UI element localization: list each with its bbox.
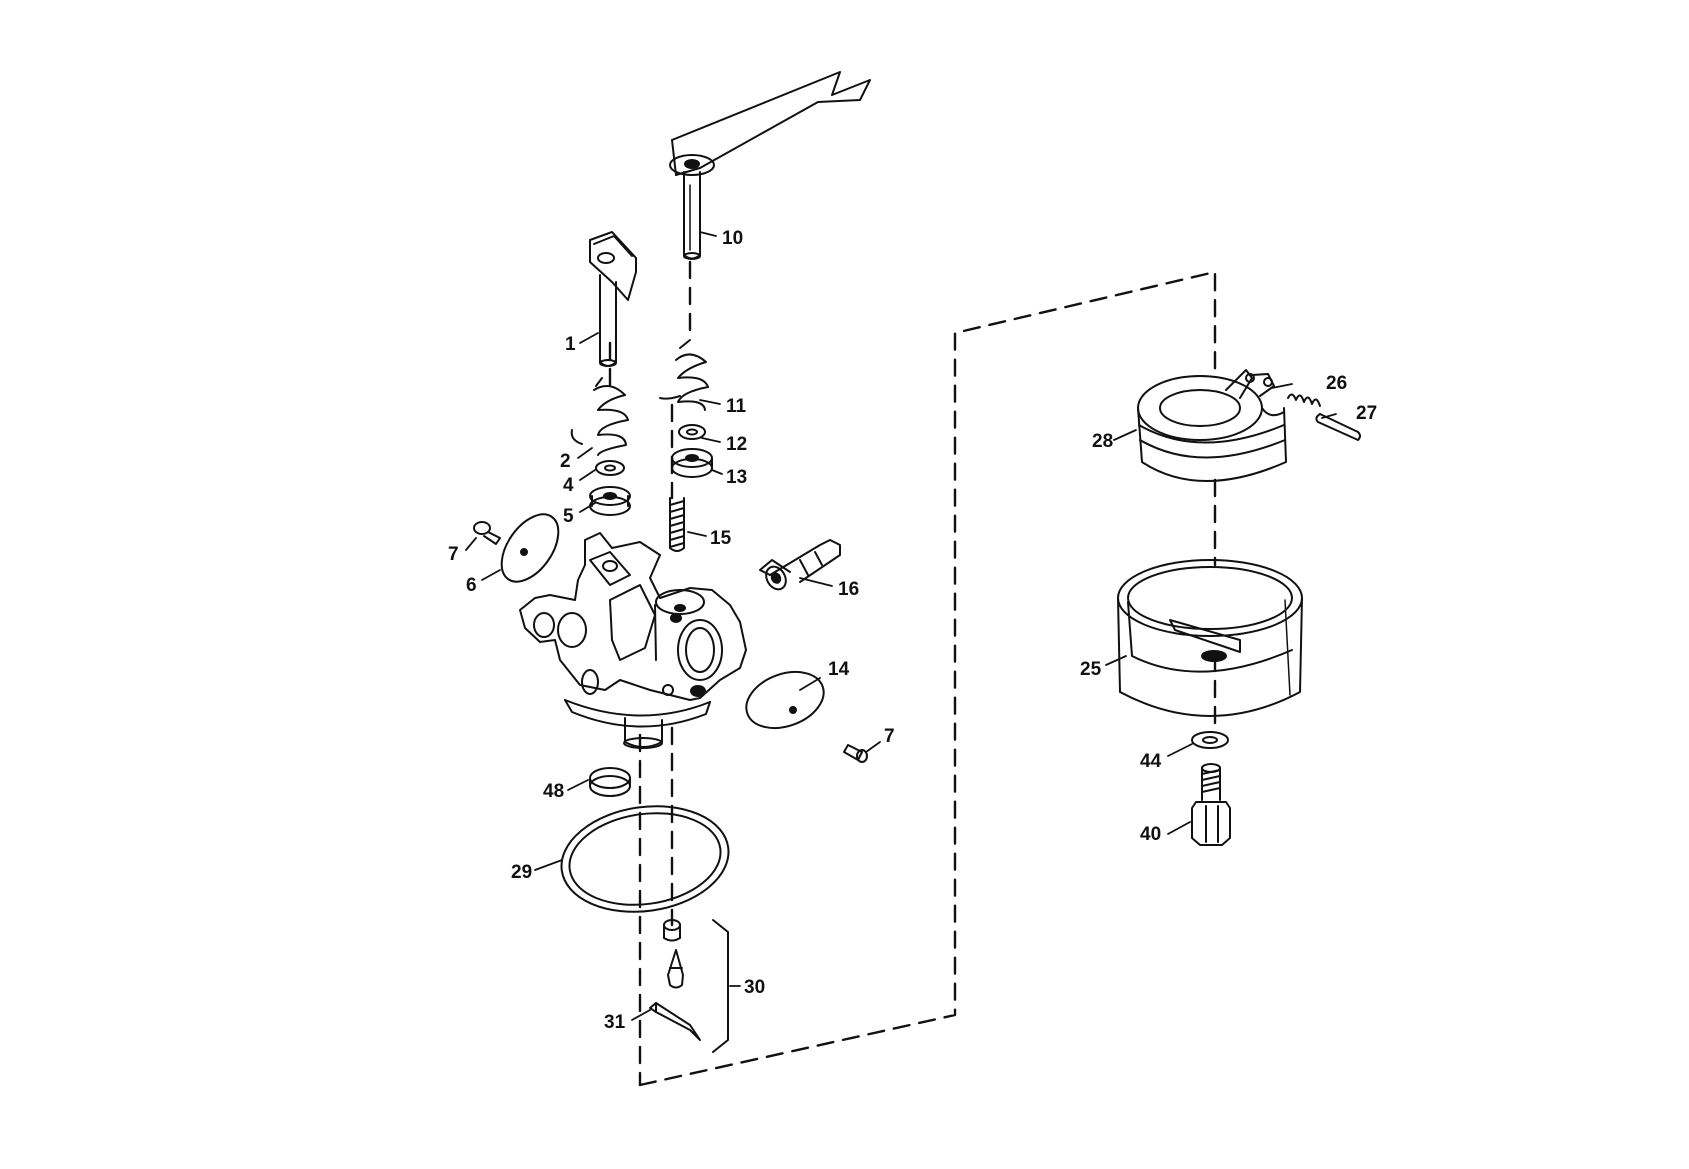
part-6-diaphragm [500,513,560,583]
part-29-gasket-ring [560,805,730,913]
assembly-guide-lines [608,260,1217,1087]
part-26-spring [1287,393,1321,407]
callout-7-left: 7 [448,544,459,565]
part-15-screw [669,497,685,552]
part-11-spring [659,339,709,411]
callout-29: 29 [511,862,533,883]
part-4-washer [595,460,625,476]
callout-15: 15 [710,528,732,549]
callout-48: 48 [543,781,565,802]
callout-5: 5 [563,506,574,527]
callout-4: 4 [563,475,574,496]
callout-1: 1 [565,334,576,355]
part-25-float-bowl [1117,559,1303,717]
callout-30: 30 [744,977,766,998]
callout-25: 25 [1080,659,1102,680]
callout-40: 40 [1140,824,1162,845]
callout-44: 44 [1140,751,1162,772]
callout-31: 31 [604,1012,626,1033]
callout-12: 12 [726,434,748,455]
callout-6: 6 [466,575,477,596]
part-27-pin [1315,413,1361,441]
part-12-washer [678,424,706,440]
callout-26: 26 [1326,373,1348,394]
carburetor-body [519,532,747,749]
leader-lines [465,231,1337,1021]
callout-2: 2 [560,451,571,472]
part-5-seal [589,486,631,516]
part-31-clip [649,1002,701,1041]
part-7-screw-right [843,744,868,763]
part-7-screw-left [473,521,501,545]
part-40-bowl-nut [1191,763,1231,846]
callout-13: 13 [726,467,748,488]
part-14-diaphragm [745,670,825,730]
callout-16: 16 [838,579,860,600]
callout-7-right: 7 [884,726,895,747]
part-10-lever-shaft [669,71,871,260]
callout-28: 28 [1092,431,1114,452]
part-28-bowl-cover [1137,369,1287,482]
callout-11: 11 [726,396,747,417]
part-1-shaft [589,231,637,367]
part-13-seal [671,448,713,478]
callout-14: 14 [828,659,850,680]
part-2-spring [570,377,629,456]
part-16-fitting [759,539,841,591]
callout-27: 27 [1356,403,1378,424]
part-44-washer [1191,731,1229,749]
part-48-plug [589,767,631,797]
part-30-needle-seat [663,919,729,1053]
callout-10: 10 [722,228,744,249]
